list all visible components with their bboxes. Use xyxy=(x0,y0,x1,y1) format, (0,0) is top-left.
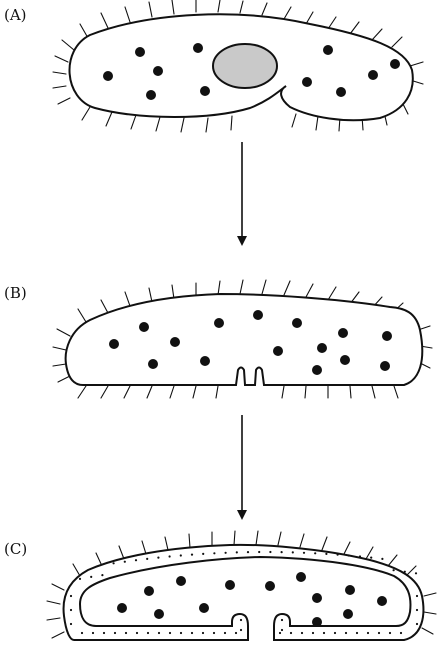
panel-b-cell xyxy=(53,280,432,398)
cyst-granule xyxy=(213,552,215,554)
panel-b-membrane xyxy=(66,294,423,385)
cyst-granule xyxy=(90,576,92,578)
cyst-granule xyxy=(378,632,380,634)
cyst-granule xyxy=(125,632,127,634)
cyst-granule xyxy=(281,619,283,621)
cyst-granule xyxy=(404,571,406,573)
cyst-granule xyxy=(101,574,103,576)
cyst-granule xyxy=(258,551,260,553)
cyst-granule xyxy=(236,551,238,553)
cyst-granule xyxy=(79,578,81,580)
cyst-granule xyxy=(269,551,271,553)
cyst-granule xyxy=(292,551,294,553)
cyst-granule xyxy=(359,555,361,557)
cyst-granule xyxy=(169,632,171,634)
cyst-granule xyxy=(202,553,204,555)
cyst-granule xyxy=(247,551,249,553)
panel-a-cell xyxy=(53,0,423,132)
panel-c-cell xyxy=(47,531,436,640)
cyst-granule xyxy=(240,619,242,621)
cyst-granule xyxy=(356,632,358,634)
cyst-granule xyxy=(158,632,160,634)
cyst-granule xyxy=(103,632,105,634)
cyst-granule xyxy=(416,609,418,611)
cyst-granule xyxy=(235,632,237,634)
panel-c-cyst-wall xyxy=(64,545,424,640)
cyst-granule xyxy=(281,629,283,631)
arrow-a-to-b xyxy=(237,142,247,246)
cyst-granule xyxy=(70,595,72,597)
panel-c-dots xyxy=(117,572,387,627)
cyst-granule xyxy=(136,632,138,634)
cyst-granule xyxy=(325,553,327,555)
cyst-granule xyxy=(213,632,215,634)
cyst-granule xyxy=(70,623,72,625)
cyst-granule xyxy=(114,632,116,634)
cyst-granule xyxy=(157,557,159,559)
cyst-granule xyxy=(169,555,171,557)
cyst-granule xyxy=(180,632,182,634)
cyst-granule xyxy=(415,572,417,574)
cyst-granule xyxy=(393,569,395,571)
cyst-granule xyxy=(303,552,305,554)
cyst-granule xyxy=(225,552,227,554)
panel-a-nucleus xyxy=(213,44,277,88)
cyst-granule xyxy=(147,632,149,634)
cyst-granule xyxy=(81,632,83,634)
cyst-granule xyxy=(348,554,350,556)
cyst-granule xyxy=(191,554,193,556)
cyst-granule xyxy=(290,632,292,634)
arrow-b-to-c xyxy=(237,415,247,520)
cyst-granule xyxy=(180,554,182,556)
cyst-granule xyxy=(389,632,391,634)
cyst-granule xyxy=(323,632,325,634)
cyst-granule xyxy=(301,632,303,634)
cyst-granule xyxy=(240,629,242,631)
cyst-granule xyxy=(416,595,418,597)
cyst-granule xyxy=(146,558,148,560)
cyst-granule xyxy=(124,561,126,563)
cyst-granule xyxy=(314,552,316,554)
cyst-granule xyxy=(191,632,193,634)
cyst-granule xyxy=(224,632,226,634)
cyst-granule xyxy=(334,632,336,634)
cyst-granule xyxy=(70,609,72,611)
cyst-granule xyxy=(92,632,94,634)
cyst-granule xyxy=(202,632,204,634)
cyst-granule xyxy=(279,632,281,634)
cyst-granule xyxy=(337,554,339,556)
cyst-granule xyxy=(416,623,418,625)
cyst-granule xyxy=(312,632,314,634)
cyst-granule xyxy=(381,558,383,560)
cyst-granule xyxy=(400,632,402,634)
cyst-granule xyxy=(367,632,369,634)
cyst-granule xyxy=(135,559,137,561)
cyst-granule xyxy=(345,632,347,634)
cyst-granule xyxy=(370,557,372,559)
cyst-granule xyxy=(113,562,115,564)
cyst-granule xyxy=(281,551,283,553)
